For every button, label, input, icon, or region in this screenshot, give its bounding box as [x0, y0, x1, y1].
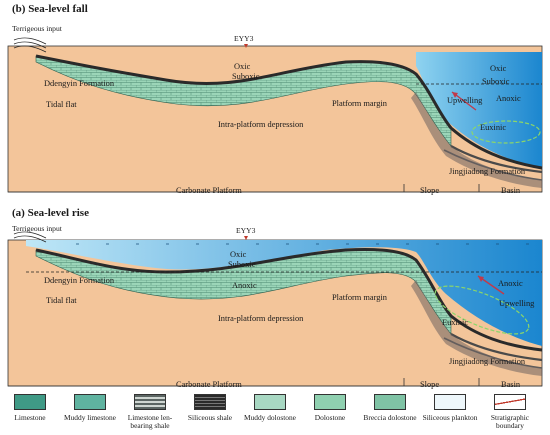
legend-item-siliceous-plankton: Siliceous plankton: [420, 394, 480, 422]
limestone-swatch: [14, 394, 46, 410]
oxic-left-label: Oxic: [234, 62, 251, 71]
basin-label-a: Basin: [501, 380, 521, 389]
legend-item-muddy-dolostone: Muddy dolostone: [240, 394, 300, 422]
anoxic-label: Anoxic: [496, 94, 521, 103]
muddy-dolostone-swatch: [254, 394, 286, 410]
legend-label-muddy-dolostone: Muddy dolostone: [244, 413, 296, 422]
legend-label-muddy-limestone: Muddy limestone: [64, 413, 116, 422]
panel-sea-level-fall: (b) Sea-level fall Terrigeous input EYY3…: [6, 0, 546, 200]
legend-item-limestone-lens-shale: Limestone len-bearing shale: [120, 394, 180, 430]
terrigenous-arrows-a: [13, 231, 47, 243]
legend-item-dolostone: Dolostone: [300, 394, 360, 422]
well-marker-a: [244, 236, 248, 240]
legend-item-siliceous-shale: Siliceous shale: [180, 394, 240, 422]
euxinic-label-a: Euxinic: [442, 318, 469, 327]
slope-layers: [411, 92, 542, 188]
panel-b-title: (b) Sea-level fall: [12, 3, 88, 15]
euxinic-zone: [471, 120, 541, 144]
tidal-flat-label: Tidal flat: [46, 100, 77, 109]
formation-left-label: Ddengyin Formation: [44, 79, 115, 88]
legend-item-breccia-dolostone: Breccia dolostone: [360, 394, 420, 422]
panel-a-diagram: [7, 231, 543, 387]
legend-item-muddy-limestone: Muddy limestone: [60, 394, 120, 422]
muddy-limestone-swatch: [74, 394, 106, 410]
breccia-dolostone-swatch: [374, 394, 406, 410]
suboxic-left-label: Suboxic: [232, 72, 260, 81]
carbonate-platform-label: Carbonate Platform: [176, 186, 242, 195]
terrigenous-input-label-a: Terrigeous input: [12, 224, 62, 233]
euxinic-label: Euxinic: [480, 123, 507, 132]
oxic-label-a: Oxic: [230, 250, 247, 259]
legend-label-limestone: Limestone: [14, 413, 46, 422]
shale-upper-band-a: [35, 248, 543, 352]
suboxic-right-label: Suboxic: [482, 77, 510, 86]
slope-label: Slope: [420, 186, 440, 195]
upwelling-label: Upwelling: [447, 96, 483, 105]
intra-depression-label: Intra-platform depression: [218, 120, 304, 129]
intra-depression-label-a: Intra-platform depression: [218, 314, 304, 323]
well-label: EYY3: [234, 34, 254, 43]
siliceous-plankton-swatch: [434, 394, 466, 410]
legend-label-breccia-dolostone: Breccia dolostone: [363, 413, 417, 422]
upwelling-label-a: Upwelling: [499, 299, 535, 308]
dolostone-swatch: [314, 394, 346, 410]
lithology-legend: Limestone Muddy limestone Limestone len-…: [0, 390, 550, 435]
siliceous-shale-swatch: [194, 394, 226, 410]
panel-b-diagram: [7, 37, 543, 193]
panel-a-title: (a) Sea-level rise: [12, 207, 89, 219]
legend-label-siliceous-plankton: Siliceous plankton: [422, 413, 478, 422]
formation-right-label-a: Jingjiadong Formation: [449, 357, 526, 366]
legend-item-stratigraphic-boundary: Stratigraphic boundary: [480, 394, 540, 430]
terrigenous-input-label: Terrigeous input: [12, 24, 62, 33]
carbonate-platform-label-a: Carbonate Platform: [176, 380, 242, 389]
legend-label-limestone-lens-shale: Limestone len-bearing shale: [127, 413, 173, 431]
well-marker-b: [244, 44, 248, 48]
oxic-right-label: Oxic: [490, 64, 507, 73]
shale-upper-band: [35, 54, 543, 170]
well-label-a: EYY3: [236, 226, 256, 235]
terrigenous-arrows: [13, 37, 47, 53]
seawater-a: [26, 240, 542, 346]
limestone-lens-shale-swatch: [134, 394, 166, 410]
anoxic-right-label-a: Anoxic: [498, 279, 523, 288]
legend-label-siliceous-shale: Siliceous shale: [187, 413, 233, 422]
panel-sea-level-rise: (a) Sea-level rise Terrigeous input EYY3…: [6, 200, 546, 389]
shale-lower-band: [450, 145, 543, 174]
platform-margin-label-a: Platform margin: [332, 293, 387, 302]
legend-label-stratigraphic-boundary: Stratigraphic boundary: [490, 413, 530, 431]
platform-margin-label: Platform margin: [332, 99, 387, 108]
seawater: [416, 52, 542, 168]
formation-left-label-a: Ddengyin Formation: [44, 276, 115, 285]
anoxic-left-label-a: Anoxic: [232, 281, 257, 290]
legend-item-limestone: Limestone: [0, 394, 60, 422]
slope-label-a: Slope: [420, 380, 440, 389]
suboxic-label-a: Suboxic: [228, 260, 256, 269]
formation-right-label: Jingjiadong Formation: [449, 167, 526, 176]
stratigraphic-boundary-swatch: [494, 394, 526, 410]
tidal-flat-label-a: Tidal flat: [46, 296, 77, 305]
basin-label: Basin: [501, 186, 521, 195]
legend-label-dolostone: Dolostone: [314, 413, 346, 422]
